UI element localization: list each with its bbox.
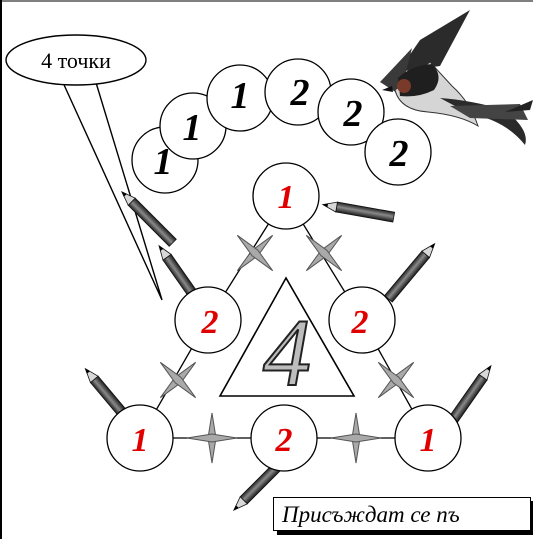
arc-number: 1 xyxy=(154,141,173,183)
number-arc: 1 1 1 2 2 2 xyxy=(131,58,432,194)
cross-connector-icon xyxy=(330,412,382,464)
node-number-top: 1 xyxy=(278,179,295,216)
arc-number: 1 xyxy=(231,75,250,117)
cross-connector-icon xyxy=(186,412,238,464)
arc-number: 2 xyxy=(389,133,409,175)
cross-connector-icon xyxy=(288,217,360,289)
arc-number: 2 xyxy=(290,72,310,114)
cross-connector-icon xyxy=(142,344,214,416)
pencil-icon xyxy=(384,239,440,303)
points-awarded-box: Присъждат се пъ xyxy=(273,497,531,531)
triangle-nodes: 1 2 2 1 2 1 xyxy=(106,162,462,472)
swallow-icon xyxy=(380,10,533,145)
cross-connector-icon xyxy=(360,344,432,416)
arc-number: 1 xyxy=(183,107,202,149)
node-number-bottom-left: 1 xyxy=(132,422,149,459)
node-number-right-middle: 2 xyxy=(351,304,369,341)
center-triangle: 4 xyxy=(218,276,356,407)
arc-number: 2 xyxy=(343,93,363,135)
callout-label: 4 точки xyxy=(41,48,111,73)
center-number: 4 xyxy=(263,299,311,406)
node-number-bottom-middle: 2 xyxy=(275,422,293,459)
pencil-icon xyxy=(321,199,396,223)
node-number-bottom-right: 1 xyxy=(420,422,437,459)
node-number-left-middle: 2 xyxy=(201,304,219,341)
callout-bubble: 4 точки xyxy=(5,34,163,301)
